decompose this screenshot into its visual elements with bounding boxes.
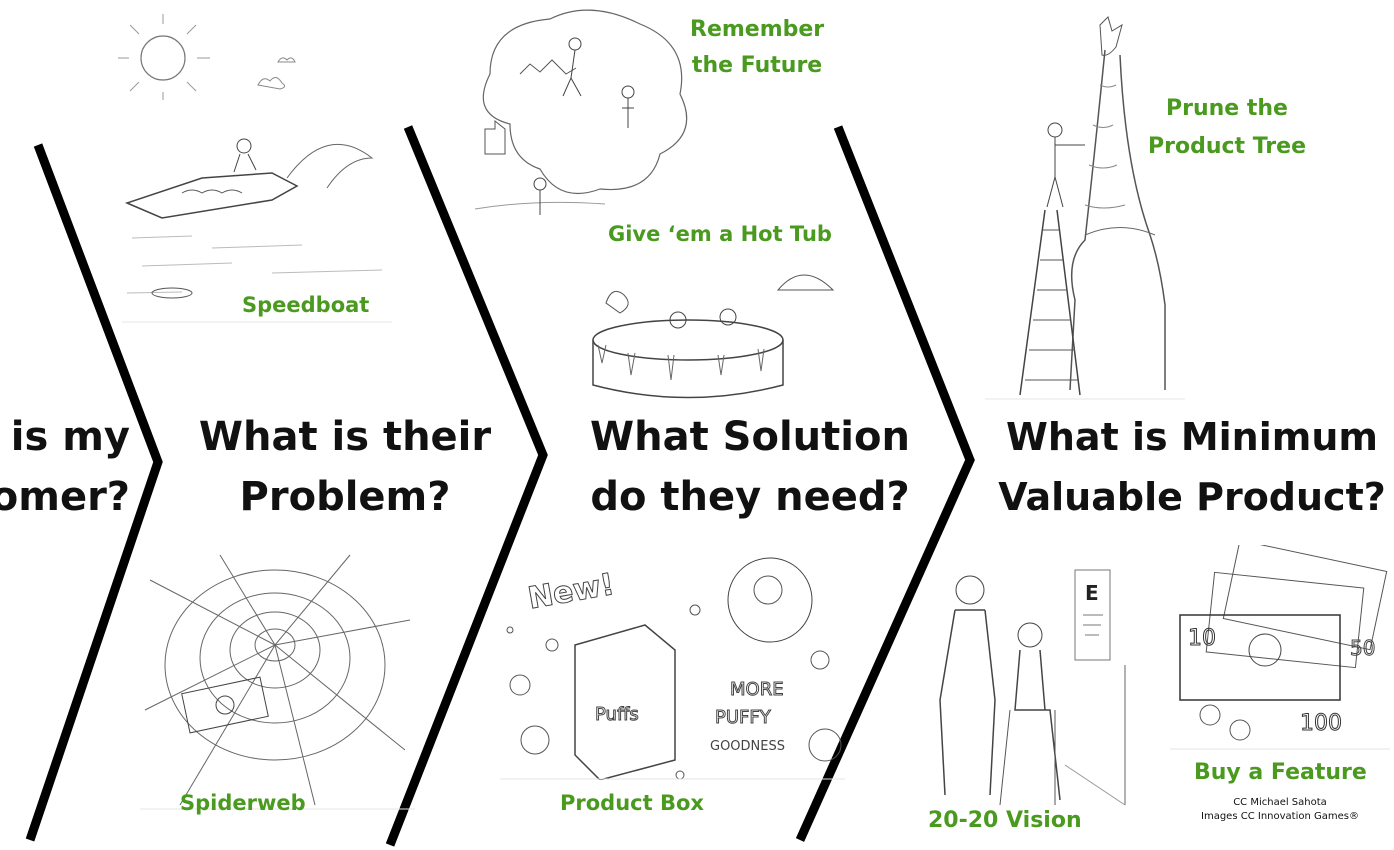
speedboat-sketch [122, 108, 392, 323]
stage-solution-question: What Solution do they need? [580, 407, 920, 527]
product-tree-sketch [985, 15, 1185, 400]
stage-mvp-line1: What is Minimum [1005, 415, 1379, 459]
remember-future-sketch [470, 4, 700, 229]
label-product-box: Product Box [560, 791, 704, 815]
bill-fifty: 50 [1350, 636, 1375, 660]
label-buy-feature: Buy a Feature [1194, 760, 1367, 785]
label-tree-line1: Prune the [1166, 96, 1288, 121]
label-vision: 20-20 Vision [928, 808, 1082, 833]
spiderweb-sketch [140, 550, 415, 810]
chevron-1 [25, 143, 163, 842]
credit-line2: Images CC Innovation Games® [1201, 811, 1359, 822]
bill-hundred: 100 [1300, 711, 1342, 736]
label-product-tree: Prune the Product Tree [1148, 90, 1306, 166]
stage-problem-line2: Problem? [239, 474, 451, 520]
chevron-2 [385, 125, 548, 847]
product-box-sketch: New! Puffs MORE PUFFY GOODNESS [500, 545, 845, 780]
stage-customer-question: is my omer? [0, 407, 130, 527]
box-puffy-text: PUFFY [715, 707, 772, 728]
label-speedboat: Speedboat [242, 293, 370, 317]
stage-customer-line1: is my [10, 414, 130, 460]
sun-sketch [118, 10, 338, 100]
vision-sketch: E [915, 565, 1140, 810]
eye-chart-letter: E [1085, 581, 1099, 605]
label-spiderweb: Spiderweb [180, 791, 306, 815]
stage-mvp-question: What is Minimum Valuable Product? [990, 407, 1394, 527]
label-hot-tub: Give ‘em a Hot Tub [608, 222, 832, 246]
credits-block: CC Michael Sahota Images CC Innovation G… [1170, 796, 1390, 824]
box-more-text: MORE [730, 679, 784, 700]
stage-solution-line1: What Solution [590, 414, 910, 460]
label-remember-future: Remember the Future [690, 12, 824, 84]
buy-feature-sketch: 10 50 100 [1170, 545, 1390, 750]
stage-problem-question: What is their Problem? [180, 407, 510, 527]
hot-tub-sketch [578, 245, 878, 400]
chevron-3 [795, 125, 975, 842]
box-goodness-text: GOODNESS [710, 739, 785, 754]
stage-mvp-line2: Valuable Product? [998, 475, 1386, 519]
label-tree-line2: Product Tree [1148, 134, 1306, 159]
label-remember-line2: the Future [691, 53, 823, 78]
bill-ten: 10 [1188, 626, 1216, 651]
box-new-text: New! [525, 567, 617, 617]
box-puffs-text: Puffs [595, 704, 639, 725]
credit-line1: CC Michael Sahota [1233, 797, 1327, 808]
label-remember-line1: Remember [690, 17, 825, 42]
stage-solution-line2: do they need? [590, 474, 910, 520]
stage-problem-line1: What is their [198, 414, 492, 460]
stage-customer-line2: omer? [0, 474, 130, 520]
